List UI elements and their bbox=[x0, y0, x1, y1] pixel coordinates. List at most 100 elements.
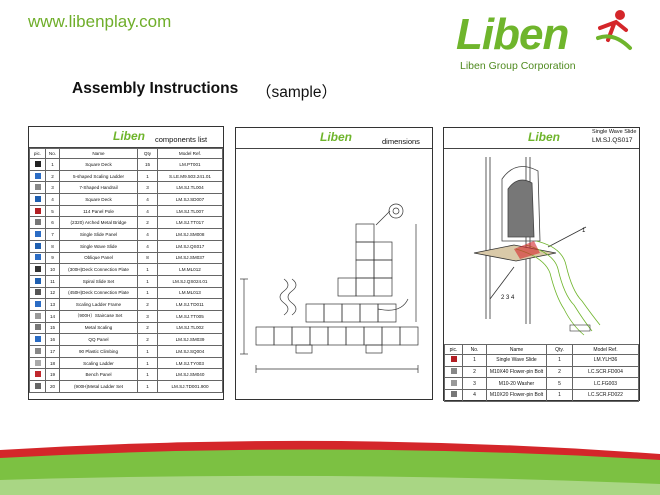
part-icon bbox=[34, 219, 41, 226]
part-name: Square Deck bbox=[59, 158, 138, 171]
part-qty: 4 bbox=[137, 204, 158, 218]
panel-header: Liben dimensions bbox=[236, 128, 432, 149]
header-pic: pic. bbox=[29, 148, 46, 159]
part-number: 12 bbox=[45, 286, 60, 300]
part-thumbnail bbox=[29, 321, 46, 335]
part-number: 3 bbox=[462, 377, 487, 391]
part-icon bbox=[450, 391, 457, 398]
header-qty: Qty bbox=[137, 148, 158, 159]
part-model-ref: LM.SJ.TY003 bbox=[157, 356, 223, 370]
part-qty: 2 bbox=[137, 298, 158, 311]
part-qty: 1 bbox=[137, 345, 158, 358]
part-model-ref: LM.PT001 bbox=[157, 158, 223, 171]
panel-label: dimensions bbox=[382, 137, 420, 146]
part-number: 19 bbox=[45, 368, 60, 382]
part-model-ref: LM.ML013 bbox=[157, 286, 223, 300]
part-number: 17 bbox=[45, 345, 60, 358]
part-name: 114 Panel Pole bbox=[59, 204, 138, 218]
part-qty: 1 bbox=[546, 354, 573, 367]
part-qty: 15 bbox=[137, 158, 158, 171]
part-name: (900H)Metal Ladder Set bbox=[59, 380, 138, 393]
part-icon bbox=[34, 359, 41, 366]
part-name: Square Deck bbox=[59, 193, 138, 206]
part-number: 1 bbox=[462, 354, 487, 367]
header-name: Name bbox=[486, 344, 547, 355]
brand-logo: Liben Liben Group Corporation bbox=[452, 10, 642, 76]
part-model-ref: LC.SCR.FD004 bbox=[572, 365, 639, 379]
part-number: 10 bbox=[45, 263, 60, 276]
part-thumbnail bbox=[444, 354, 463, 367]
part-thumbnail bbox=[29, 333, 46, 346]
part-thumbnail bbox=[29, 286, 46, 300]
header-name: Name bbox=[59, 148, 138, 159]
table-header-row: pic. No. Name Qty. Model Ref. bbox=[444, 344, 639, 355]
part-icon bbox=[34, 301, 41, 308]
panel-logo: Liben bbox=[320, 130, 352, 144]
page-title: Assembly Instructions bbox=[72, 80, 239, 97]
part-number: 3 bbox=[45, 181, 60, 195]
part-name: Scaling Ladder bbox=[59, 356, 138, 370]
site-url[interactable]: www.libenplay.com bbox=[28, 12, 172, 31]
part-thumbnail bbox=[29, 345, 46, 358]
part-number: 6 bbox=[45, 216, 60, 230]
part-name: Spiral Slide Set bbox=[59, 274, 138, 288]
part-icon bbox=[34, 195, 41, 202]
part-icon bbox=[34, 230, 41, 237]
part-model-ref: LM.SJ.SM040 bbox=[157, 368, 223, 382]
part-qty: 2 bbox=[137, 333, 158, 346]
part-model-ref: LC.FG003 bbox=[572, 377, 639, 391]
part-icon bbox=[450, 379, 457, 386]
part-qty: 3 bbox=[137, 309, 158, 323]
part-name: M10-20 Washer bbox=[486, 377, 547, 391]
part-model-ref: LM.SJ.TT005 bbox=[157, 309, 223, 323]
part-icon bbox=[34, 312, 41, 319]
part-icon bbox=[34, 289, 41, 296]
part-number: 8 bbox=[45, 239, 60, 253]
part-name: Single Slide Panel bbox=[59, 228, 138, 241]
part-number: 1 bbox=[45, 158, 60, 171]
part-number: 16 bbox=[45, 333, 60, 346]
part-thumbnail bbox=[444, 377, 463, 391]
part-number: 9 bbox=[45, 251, 60, 265]
part-thumbnail bbox=[29, 239, 46, 253]
part-icon bbox=[34, 242, 41, 249]
part-name: Oblique Panel bbox=[59, 251, 138, 265]
part-number: 14 bbox=[45, 309, 60, 323]
part-name: Single Wave Slide bbox=[486, 354, 547, 367]
part-number: 5 bbox=[45, 204, 60, 218]
part-qty: 5 bbox=[546, 377, 573, 391]
part-qty: 8 bbox=[137, 251, 158, 265]
part-name: Single Wave Slide bbox=[59, 239, 138, 253]
panel-header: Liben Single Wave Slide LM.SJ.QS017 bbox=[444, 128, 639, 149]
part-thumbnail bbox=[29, 228, 46, 241]
part-thumbnail bbox=[29, 380, 46, 393]
part-number: 18 bbox=[45, 356, 60, 370]
part-model-ref: LM.SJ.SM039 bbox=[157, 333, 223, 346]
part-icon bbox=[450, 356, 457, 363]
dimensions-panel: Liben dimensions bbox=[235, 127, 433, 400]
part-number: 2 bbox=[45, 169, 60, 183]
part-qty: 1 bbox=[546, 389, 573, 402]
part-qty: 1 bbox=[137, 274, 158, 288]
part-model-ref: LM.SJ.SM037 bbox=[157, 251, 223, 265]
part-name: 7-Shaped Handrail bbox=[59, 181, 138, 195]
part-model-ref: LM.SJ.TL007 bbox=[157, 204, 223, 218]
panel-logo: Liben bbox=[528, 130, 560, 144]
brand-corporation: Liben Group Corporation bbox=[460, 60, 576, 72]
part-qty: 4 bbox=[137, 239, 158, 253]
part-icon bbox=[34, 324, 41, 331]
part-name: (450H)Deck Connection Plate bbox=[59, 286, 138, 300]
part-model-ref: LC.SCR.FD022 bbox=[572, 389, 639, 402]
part-thumbnail bbox=[444, 365, 463, 379]
part-thumbnail bbox=[29, 169, 46, 183]
part-icon bbox=[34, 371, 41, 378]
